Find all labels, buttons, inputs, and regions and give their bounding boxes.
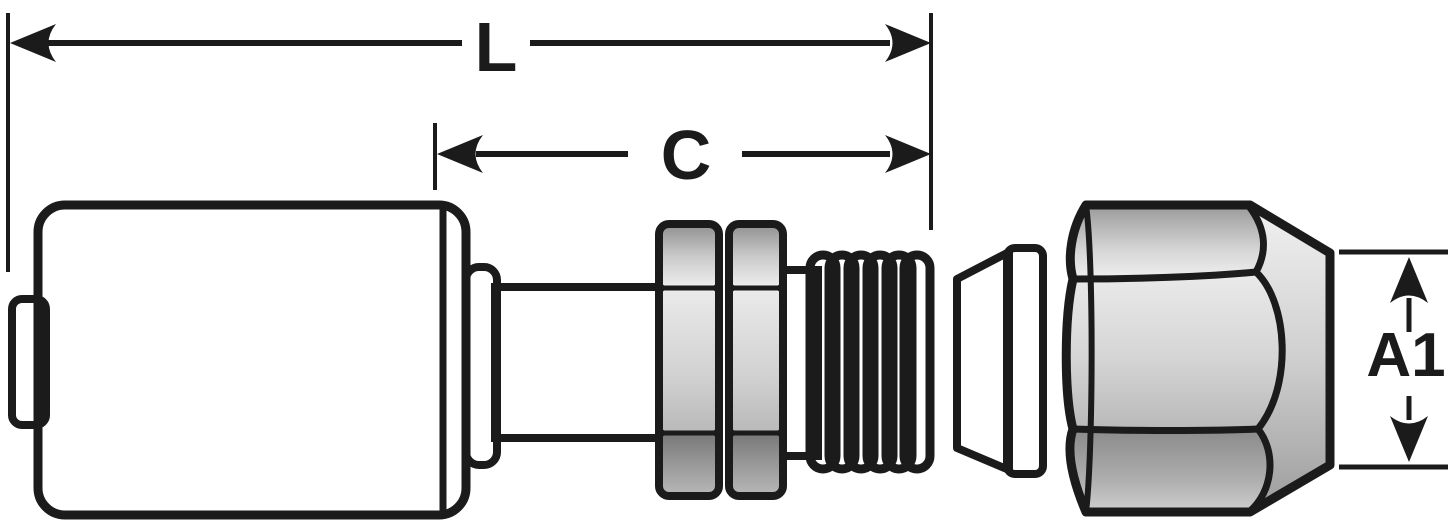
male-threads — [805, 250, 935, 474]
dim-label-l: L — [475, 8, 518, 86]
nut-facet-lines — [1072, 268, 1259, 434]
compression-sleeve — [953, 244, 1047, 478]
dim-label-a1: A1 — [1366, 321, 1445, 390]
arrowhead-c-left-icon — [437, 135, 483, 173]
hex-flats-front — [655, 220, 723, 500]
arrowhead-l-left-icon — [10, 24, 56, 62]
dimension-a1: A1 — [1339, 249, 1448, 470]
crimp-shell — [33, 200, 471, 520]
collar-ring — [462, 263, 501, 469]
thread-boss — [779, 266, 822, 460]
shank-tube — [491, 283, 666, 442]
nut-top-facet — [1070, 205, 1264, 279]
arrowhead-c-right-icon — [885, 135, 931, 173]
swivel-nut — [1061, 200, 1335, 517]
nut-outline — [1061, 200, 1335, 517]
arrowhead-a1-down-icon — [1390, 416, 1428, 462]
hex-flats-rear — [725, 220, 787, 500]
dimension-c: C — [433, 116, 931, 194]
sleeve-cone-face — [953, 248, 1013, 474]
dimension-l: L — [6, 8, 933, 272]
nut-chamfer-boundary — [1245, 205, 1286, 512]
arrowhead-l-right-icon — [885, 24, 931, 62]
shell-nipple — [8, 295, 50, 429]
nut-bottom-facet — [1069, 429, 1270, 512]
fitting-body — [8, 200, 1335, 520]
arrowhead-a1-up-icon — [1390, 257, 1428, 303]
sleeve-band — [1003, 244, 1047, 478]
dim-label-c: C — [661, 116, 712, 194]
